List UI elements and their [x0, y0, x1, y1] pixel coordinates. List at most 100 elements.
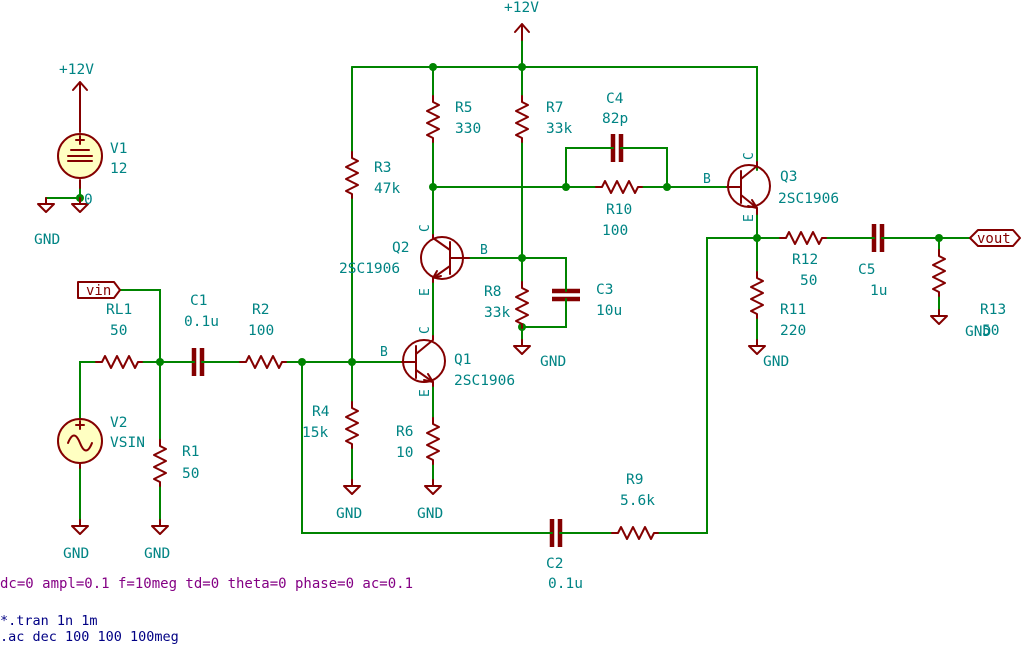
- svg-text:C: C: [418, 224, 433, 232]
- svg-text:10u: 10u: [596, 303, 622, 319]
- svg-text:C2: C2: [546, 556, 563, 572]
- gnd-symbol-v2: GND: [63, 519, 89, 562]
- svg-text:15k: 15k: [302, 425, 328, 441]
- svg-text:R2: R2: [252, 302, 269, 318]
- svg-text:2SC1906: 2SC1906: [339, 261, 400, 277]
- power-main-rail: +12V: [504, 0, 539, 41]
- svg-text:E: E: [742, 214, 757, 222]
- resistor-r3[interactable]: R3 47k: [345, 151, 400, 199]
- gnd-symbol-v1: GND: [34, 197, 60, 248]
- svg-text:R7: R7: [546, 100, 563, 116]
- svg-text:R12: R12: [792, 252, 818, 268]
- svg-text:+12V: +12V: [59, 62, 94, 78]
- svg-text:GND: GND: [63, 546, 89, 562]
- transistor-q1[interactable]: B C E Q1 2SC1906: [380, 326, 515, 397]
- resistor-r4[interactable]: R4 15k: [302, 401, 359, 449]
- gnd-symbol-r6: GND: [417, 479, 443, 522]
- svg-text:0: 0: [84, 192, 93, 208]
- svg-text:10: 10: [396, 445, 413, 461]
- svg-text:RL1: RL1: [106, 302, 132, 318]
- net-label-vin[interactable]: vin: [77, 281, 121, 299]
- svg-text:+12V: +12V: [504, 0, 539, 16]
- transistor-q3[interactable]: B C E Q3 2SC1906: [703, 152, 839, 222]
- resistor-r7[interactable]: R7 33k: [515, 95, 572, 143]
- resistor-r1[interactable]: R1 50: [153, 439, 199, 487]
- resistor-r12[interactable]: R12 50: [779, 231, 827, 289]
- resistor-rl1[interactable]: RL1 50: [95, 302, 143, 369]
- svg-text:GND: GND: [965, 324, 991, 340]
- svg-text:C5: C5: [858, 262, 875, 278]
- power-v1-rail: +12V: [59, 62, 94, 101]
- resistor-r11[interactable]: R11 220: [750, 271, 806, 339]
- svg-text:R1: R1: [182, 444, 199, 460]
- svg-text:100: 100: [602, 223, 628, 239]
- svg-text:E: E: [418, 288, 433, 296]
- capacitor-c3[interactable]: C3 10u: [552, 282, 622, 319]
- svg-text:R11: R11: [780, 302, 806, 318]
- svg-text:R4: R4: [312, 404, 330, 420]
- svg-text:50: 50: [800, 273, 817, 289]
- svg-text:Q2: Q2: [392, 240, 409, 256]
- svg-text:VSIN: VSIN: [110, 435, 145, 451]
- svg-text:1u: 1u: [870, 283, 887, 299]
- svg-text:GND: GND: [336, 506, 362, 522]
- resistor-r13[interactable]: R13 50: [932, 249, 1006, 339]
- resistor-r6[interactable]: R6 10: [396, 417, 440, 465]
- svg-text:R9: R9: [626, 472, 643, 488]
- svg-text:Q1: Q1: [454, 352, 471, 368]
- net-label-vout[interactable]: vout: [969, 229, 1021, 247]
- gnd-symbol-r8: GND: [513, 339, 566, 370]
- svg-text:vout: vout: [977, 231, 1011, 247]
- tran-directive: *.tran 1n 1m: [0, 613, 98, 629]
- svg-text:B: B: [480, 243, 488, 258]
- resistor-r10[interactable]: R10 100: [595, 180, 643, 239]
- source-v1[interactable]: V1 12: [57, 99, 127, 189]
- svg-text:0.1u: 0.1u: [184, 314, 219, 330]
- svg-text:50: 50: [182, 466, 199, 482]
- resistor-r8[interactable]: R8 33k: [484, 281, 529, 329]
- svg-text:B: B: [703, 172, 711, 187]
- gnd-symbol-r1: GND: [144, 519, 170, 562]
- svg-text:GND: GND: [34, 232, 60, 248]
- capacitor-c1[interactable]: C1 0.1u: [184, 293, 219, 376]
- svg-text:12: 12: [110, 161, 127, 177]
- svg-text:2SC1906: 2SC1906: [454, 373, 515, 389]
- ac-directive: .ac dec 100 100 100meg: [0, 629, 179, 645]
- svg-text:C: C: [742, 152, 757, 160]
- resistor-r5[interactable]: R5 330: [426, 95, 481, 143]
- svg-text:GND: GND: [144, 546, 170, 562]
- gnd-symbol-r4: GND: [336, 479, 362, 522]
- svg-text:5.6k: 5.6k: [620, 493, 655, 509]
- resistor-r9[interactable]: R9 5.6k: [611, 472, 659, 540]
- svg-text:C3: C3: [596, 282, 613, 298]
- gnd-symbol-r11: GND: [748, 339, 789, 370]
- capacitor-c4[interactable]: C4 82p: [602, 91, 631, 162]
- svg-text:B: B: [380, 345, 388, 360]
- svg-text:R5: R5: [455, 100, 472, 116]
- svg-text:R6: R6: [396, 424, 413, 440]
- junctions: [76, 63, 943, 366]
- svg-text:C: C: [418, 326, 433, 334]
- svg-text:50: 50: [982, 323, 999, 339]
- resistor-r2[interactable]: R2 100: [239, 302, 287, 369]
- svg-text:Q3: Q3: [780, 169, 797, 185]
- svg-text:R3: R3: [374, 160, 391, 176]
- svg-text:82p: 82p: [602, 111, 628, 127]
- source-v2[interactable]: V2 VSIN: [57, 415, 145, 469]
- capacitor-c2[interactable]: C2 0.1u: [543, 519, 583, 592]
- svg-text:V2: V2: [110, 415, 127, 431]
- svg-text:330: 330: [455, 121, 481, 137]
- vsin-parameters: dc=0 ampl=0.1 f=10meg td=0 theta=0 phase…: [0, 576, 413, 592]
- svg-text:C4: C4: [606, 91, 624, 107]
- capacitor-c5[interactable]: C5 1u: [858, 224, 891, 299]
- svg-text:GND: GND: [540, 354, 566, 370]
- svg-text:R10: R10: [606, 202, 632, 218]
- gnd-symbol-r13: GND: [930, 309, 991, 340]
- svg-text:47k: 47k: [374, 181, 400, 197]
- svg-text:R8: R8: [484, 284, 501, 300]
- svg-text:E: E: [418, 389, 433, 397]
- svg-text:33k: 33k: [546, 121, 572, 137]
- transistor-q2[interactable]: B C E Q2 2SC1906: [339, 224, 488, 296]
- svg-text:V1: V1: [110, 141, 127, 157]
